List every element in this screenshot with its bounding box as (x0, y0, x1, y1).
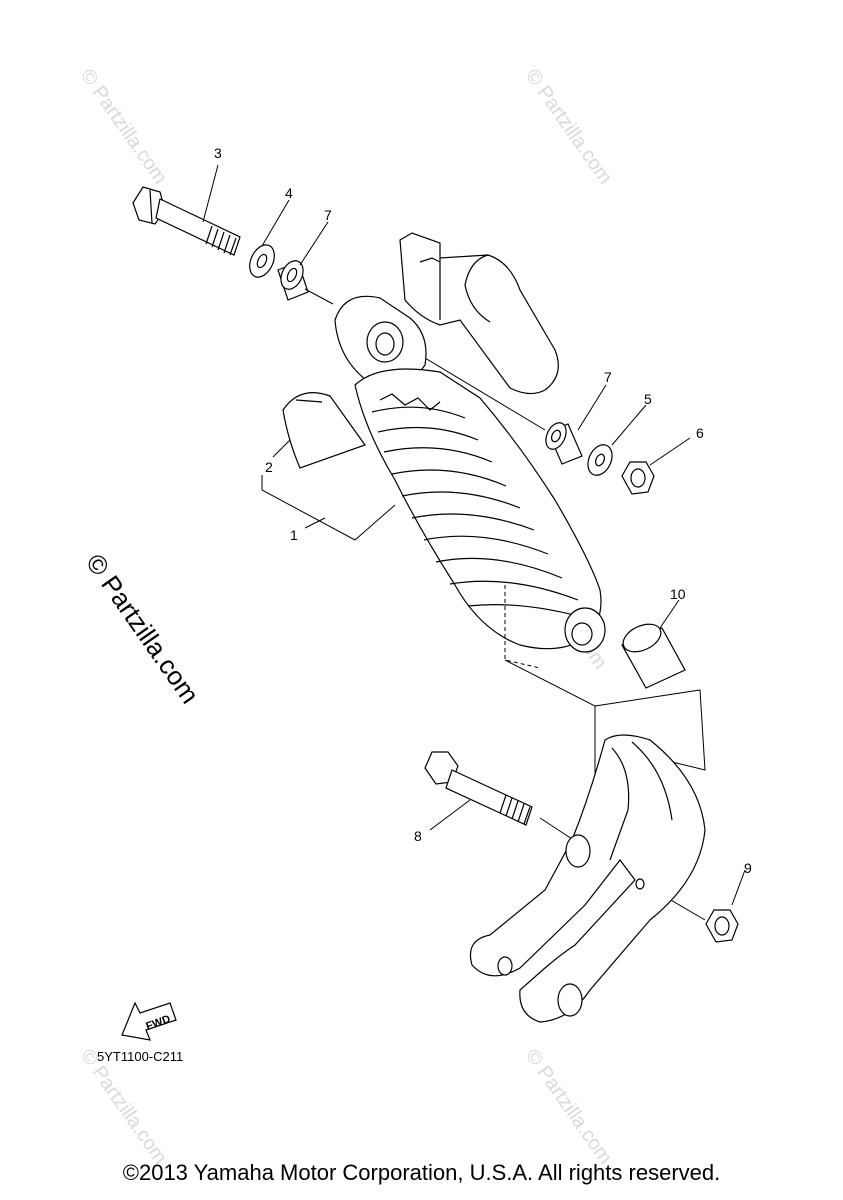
nut-6 (621, 461, 655, 495)
relay-arm (469, 734, 706, 1023)
watermark-main: © Partzilla.com (80, 548, 205, 709)
callout-10: 10 (670, 586, 686, 602)
watermark: © Partzilla.com (76, 65, 171, 188)
callout-7-right: 7 (604, 369, 612, 385)
washer-5 (587, 444, 613, 476)
watermark: © Partzilla.com (521, 1045, 616, 1168)
bolt-8 (424, 751, 533, 826)
collar-10 (621, 623, 686, 689)
fwd-arrow: FWD (121, 1001, 177, 1041)
callout-8: 8 (414, 828, 422, 844)
callout-1: 1 (290, 527, 298, 543)
bolt-3 (132, 186, 241, 256)
callout-7-upper: 7 (324, 207, 332, 223)
nut-9 (705, 909, 739, 943)
callout-3: 3 (214, 145, 222, 161)
bushing-7-right (545, 422, 583, 465)
diagram-code: 5YT1100-C211 (97, 1049, 184, 1064)
callout-6: 6 (696, 425, 704, 441)
reservoir (399, 232, 559, 395)
shock-top-eye (334, 295, 427, 386)
callout-2: 2 (265, 459, 273, 475)
callout-9: 9 (744, 860, 752, 876)
washer-4 (249, 244, 275, 278)
shock-spring (354, 368, 602, 650)
callout-4: 4 (285, 185, 293, 201)
bushing-7-upper (277, 260, 309, 301)
callout-5: 5 (644, 391, 652, 407)
copyright-notice: ©2013 Yamaha Motor Corporation, U.S.A. A… (122, 1160, 721, 1185)
callout-labels: 1 2 3 4 5 6 7 7 8 9 10 (214, 145, 752, 876)
watermark: © Partzilla.com (521, 65, 616, 188)
shock-bottom-eye (564, 607, 606, 653)
label-2 (282, 392, 366, 469)
